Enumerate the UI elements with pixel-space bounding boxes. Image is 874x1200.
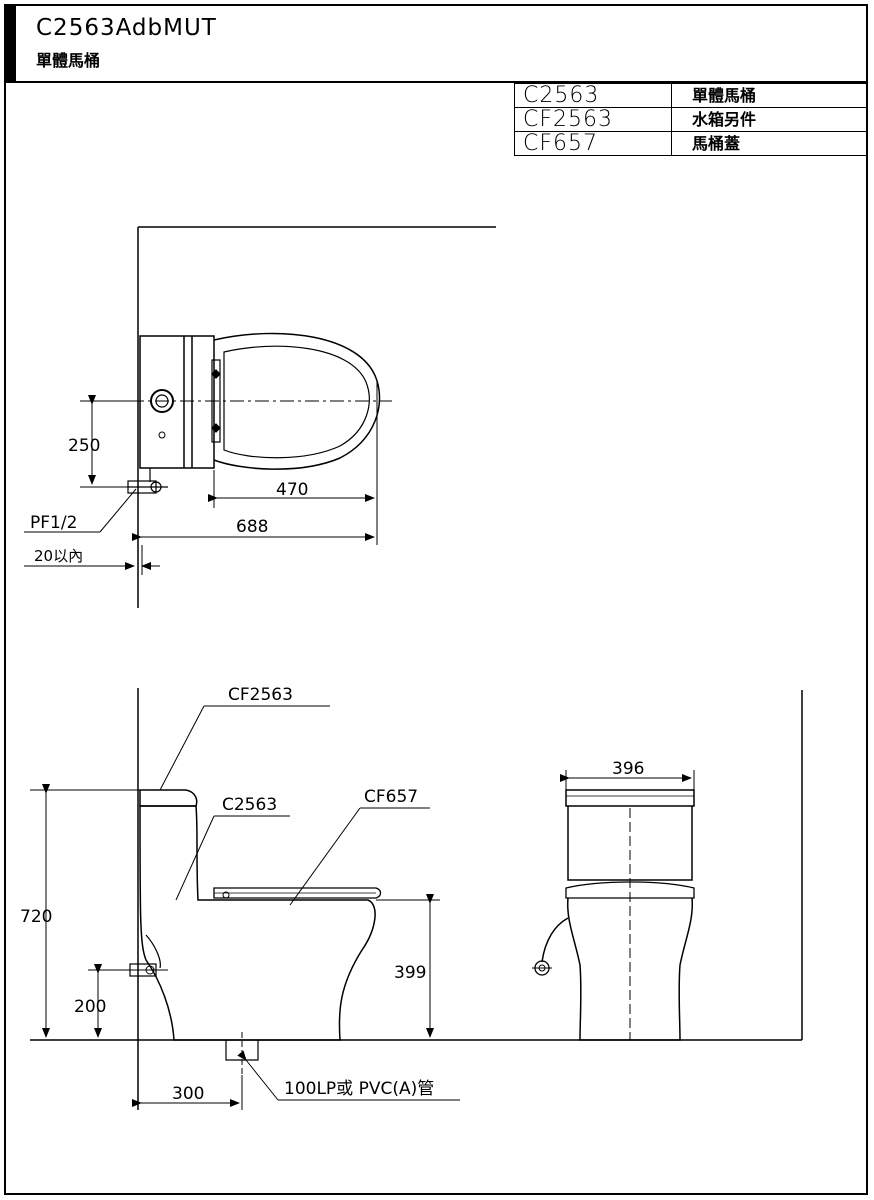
- parts-row: C2563 單體馬桶: [514, 83, 868, 108]
- parts-table: C2563 單體馬桶 CF2563 水箱另件 CF657 馬桶蓋: [514, 83, 868, 156]
- part-code: CF2563: [514, 107, 672, 132]
- parts-row: CF2563 水箱另件: [514, 107, 868, 132]
- part-code: CF657: [514, 131, 672, 156]
- model-code: C2563AdbMUT: [36, 15, 217, 41]
- drawing-sheet-border: [4, 4, 868, 1195]
- header-divider: [4, 81, 868, 83]
- parts-row: CF657 馬桶蓋: [514, 131, 868, 156]
- within-20-label: 20以內: [34, 547, 83, 565]
- side-view-labels: CF2563 C2563 CF657 720 200 399 300 100LP…: [20, 685, 434, 1104]
- front-view-labels: 396: [612, 759, 644, 779]
- dim-688-label: 688: [236, 517, 268, 537]
- pf-label: PF1/2: [30, 513, 77, 533]
- pipe-callout: 100LP或 PVC(A)管: [284, 1079, 434, 1099]
- top-view-labels: 250 470 688 PF1/2 20以內: [30, 436, 308, 565]
- top-view: [24, 226, 496, 608]
- cf657-callout: CF657: [364, 787, 418, 807]
- part-code: C2563: [514, 83, 672, 108]
- front-view: [520, 690, 803, 1041]
- product-name: 單體馬桶: [36, 51, 101, 70]
- cf2563-callout: CF2563: [228, 685, 293, 705]
- dim-720-label: 720: [20, 907, 52, 927]
- c2563-callout: C2563: [222, 795, 277, 815]
- dim-396-label: 396: [612, 759, 644, 779]
- dim-470-label: 470: [276, 480, 308, 500]
- part-description: 馬桶蓋: [671, 131, 868, 156]
- dim-250-label: 250: [68, 436, 100, 456]
- part-description: 水箱另件: [671, 107, 868, 132]
- header-accent-bar: [4, 4, 16, 81]
- dim-300-label: 300: [172, 1084, 204, 1104]
- side-view: [30, 688, 520, 1110]
- dim-200-label: 200: [74, 997, 106, 1017]
- dim-399-label: 399: [394, 963, 426, 983]
